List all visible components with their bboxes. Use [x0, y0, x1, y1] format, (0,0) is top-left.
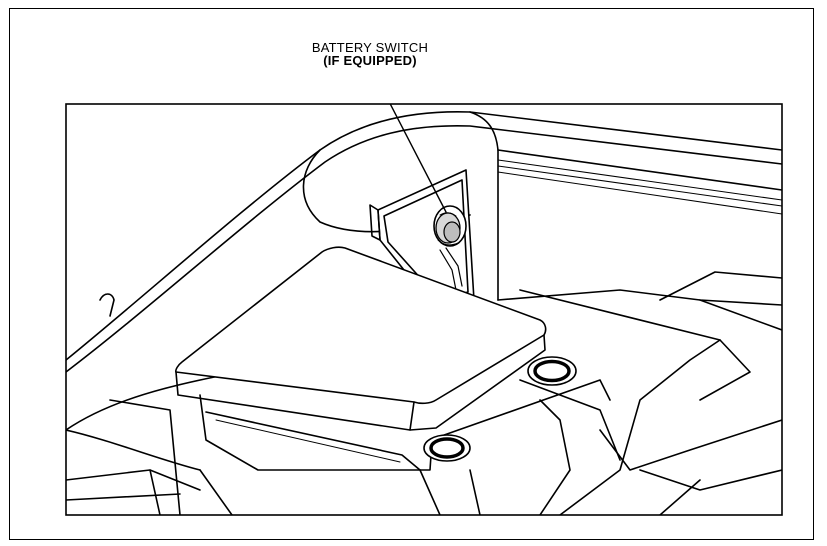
callout-label-line1: BATTERY SWITCH [311, 40, 429, 55]
outer-frame [9, 8, 814, 540]
rear-compartment [497, 271, 782, 515]
callout-label-line2: (IF EQUIPPED) [323, 53, 417, 68]
left-interior [66, 399, 233, 515]
cup-holder-left [423, 434, 471, 462]
seat-cushion [175, 246, 547, 471]
console-base [419, 379, 611, 515]
battery-switch-knob [433, 205, 467, 247]
leader-line [389, 104, 447, 213]
callout-label: BATTERY SWITCH (IF EQUIPPED) [270, 41, 470, 67]
cup-holder-right [527, 356, 577, 386]
hull-gunwale [66, 110, 782, 431]
